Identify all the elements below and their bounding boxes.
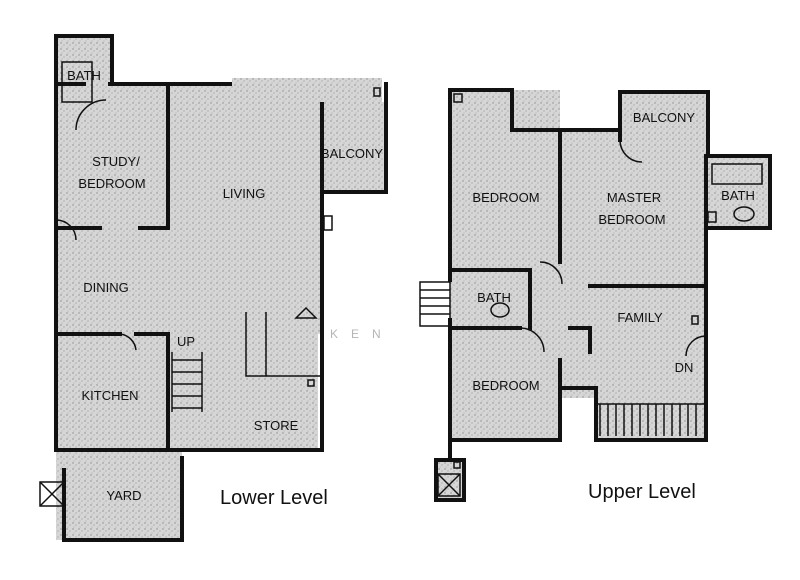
upper-bedroom-bottom-label: BEDROOM: [472, 378, 539, 393]
upper-bath-left-label: BATH: [477, 290, 511, 305]
yard-label: YARD: [106, 488, 141, 503]
stairs-icon: [171, 352, 203, 412]
door-swing-icon: [539, 261, 563, 285]
up-label: UP: [177, 334, 195, 349]
bathtub-icon: [711, 163, 763, 185]
door-swing-icon: [619, 139, 643, 163]
upper-stairs-landing-icon: [419, 281, 451, 327]
refuse-chute-icon: [39, 481, 65, 507]
dn-label: DN: [675, 360, 694, 375]
lower-bath-label: BATH: [67, 68, 101, 83]
toilet-icon: [733, 206, 755, 222]
lower-level-walls: [54, 34, 388, 542]
door-swing-icon: [685, 335, 707, 357]
study-label: STUDY/: [92, 154, 140, 169]
upper-bedroom-top-label: BEDROOM: [472, 190, 539, 205]
family-label: FAMILY: [617, 310, 663, 325]
dining-label: DINING: [83, 280, 129, 295]
door-swing-icon: [55, 219, 77, 241]
upper-level-walls: [434, 88, 772, 502]
upper-chute-icon: [437, 473, 461, 497]
lower-level-plan: BATH STUDY/ BEDROOM LIVING BALCONY DININ…: [39, 34, 388, 542]
lower-bath-fixture-icon: [61, 61, 93, 103]
lower-level-details: [39, 61, 381, 507]
upper-stairs-icon: [598, 403, 704, 436]
master-label: MASTER: [607, 190, 661, 205]
lower-level-title: Lower Level: [220, 487, 328, 509]
upper-level-plan: BEDROOM BALCONY MASTER BEDROOM BATH BATH…: [419, 88, 772, 503]
basin-icon: [490, 302, 510, 318]
up-arrow-icon: [294, 306, 318, 319]
door-swing-icon: [75, 99, 107, 131]
watermark: KEN: [330, 327, 394, 341]
study-bedroom-label: BEDROOM: [78, 176, 145, 191]
door-swing-icon: [519, 327, 545, 353]
living-label: LIVING: [223, 186, 266, 201]
upper-balcony-label: BALCONY: [633, 110, 695, 125]
door-swing-icon: [119, 333, 137, 351]
store-label: STORE: [254, 418, 299, 433]
lower-balcony-label: BALCONY: [321, 146, 383, 161]
lower-level-floor: [56, 36, 386, 540]
upper-bath-right-label: BATH: [721, 188, 755, 203]
kitchen-label: KITCHEN: [81, 388, 138, 403]
master-bedroom-label: BEDROOM: [598, 212, 665, 227]
upper-level-details: [419, 93, 763, 497]
upper-level-title: Upper Level: [588, 481, 696, 503]
